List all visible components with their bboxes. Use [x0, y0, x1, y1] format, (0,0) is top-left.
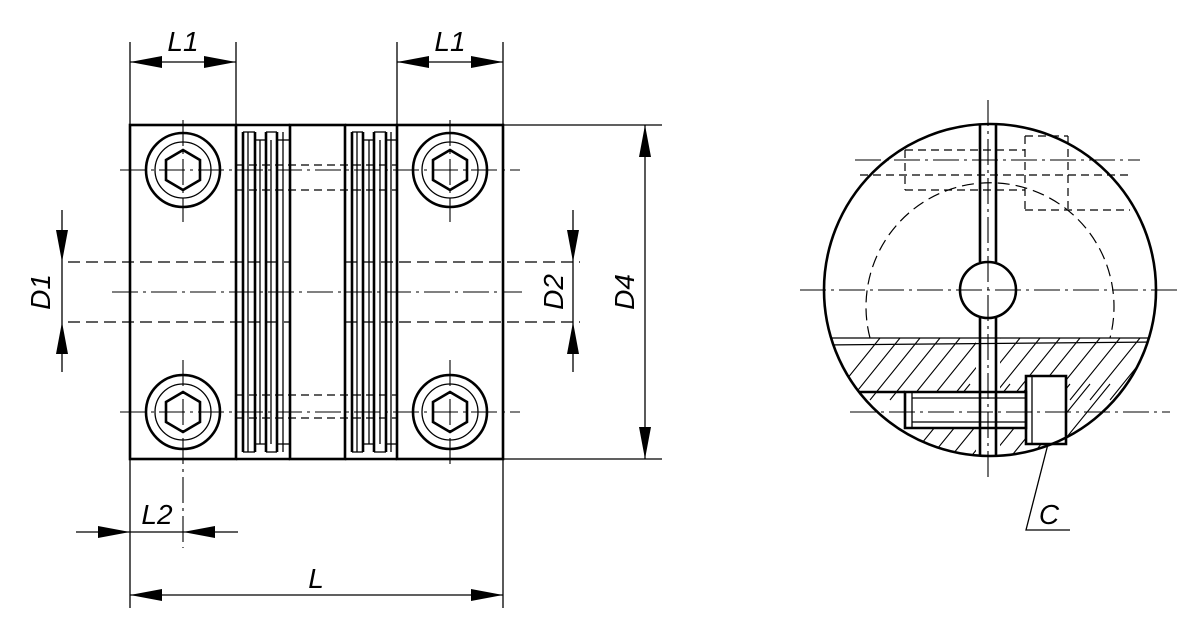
- label-d1: D1: [25, 274, 56, 310]
- label-l2: L2: [141, 499, 173, 530]
- side-view: L1 L1 L2 L: [25, 26, 662, 608]
- label-d4: D4: [609, 274, 640, 310]
- label-c: C: [1039, 499, 1060, 530]
- dim-l2: L2: [76, 459, 238, 548]
- dim-l: L: [129, 125, 504, 608]
- label-l1-right: L1: [434, 26, 465, 57]
- leader-c: C: [1025, 443, 1070, 531]
- dim-l1-left: L1: [129, 26, 237, 125]
- label-l: L: [308, 563, 324, 594]
- dim-d1: D1: [25, 210, 68, 372]
- section-hatching: [829, 338, 1156, 456]
- hidden-top-screw: [860, 135, 1130, 211]
- label-d2: D2: [538, 274, 569, 310]
- dim-d4: D4: [503, 124, 662, 460]
- dim-l1-right: L1: [396, 26, 504, 125]
- dim-d2: D2: [538, 210, 579, 372]
- label-l1-left: L1: [167, 26, 198, 57]
- end-view: C: [800, 100, 1180, 531]
- clamp-screw: [903, 374, 1068, 446]
